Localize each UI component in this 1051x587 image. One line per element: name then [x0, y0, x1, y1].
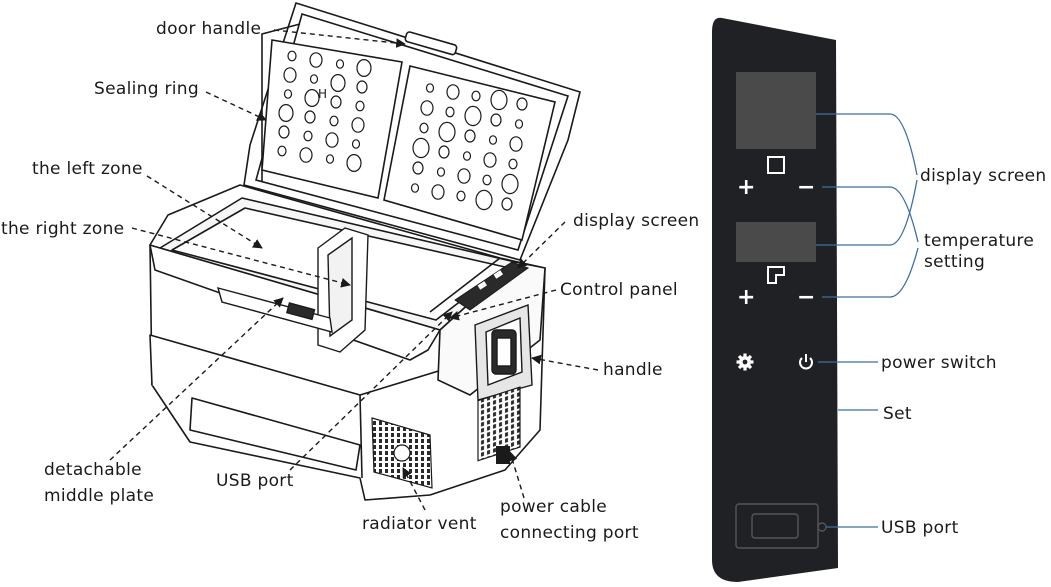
lid-hole [309, 52, 323, 68]
lid-hole [283, 89, 293, 99]
lid-hole [330, 95, 342, 109]
power-icon [799, 354, 813, 370]
lid-hole [351, 139, 361, 149]
lid-hole [457, 168, 471, 184]
usb-port-panel [735, 503, 827, 549]
lid-hole [351, 117, 365, 133]
plus-button-bottom[interactable]: + [737, 285, 756, 310]
label-power-switch: power switch [881, 353, 997, 373]
lid-hole [501, 197, 513, 211]
lid-hole [355, 100, 365, 112]
lid-hole [464, 105, 482, 127]
lid-hole [456, 190, 466, 202]
lid-hole [419, 122, 429, 134]
lid-hole [462, 151, 472, 161]
label-temperature-setting-1: temperature [924, 231, 1035, 251]
panel-leader-lines [816, 113, 919, 528]
lid-holes [277, 50, 528, 211]
power-port [496, 446, 510, 464]
lid-hole [356, 80, 368, 94]
lid-hole [277, 145, 287, 157]
lid-hole [483, 152, 497, 168]
lid-hole [438, 121, 456, 143]
lid-hole [475, 189, 493, 211]
lid-hole [412, 161, 424, 175]
display-screen-bottom [736, 222, 816, 262]
label-right-zone: the right zone [1, 219, 125, 239]
leader-lines [109, 29, 599, 511]
label-radiator-vent: radiator vent [362, 514, 477, 534]
lid-hole [330, 73, 346, 92]
label-set: Set [883, 404, 912, 424]
label-left-zone: the left zone [32, 159, 143, 179]
lid-hole [420, 100, 434, 116]
lid-hole [446, 84, 460, 100]
lid-hole [431, 184, 445, 200]
lid-hole [329, 115, 339, 127]
side-handle [474, 304, 533, 401]
lid-hole [303, 130, 313, 142]
display-screen-top [736, 72, 816, 149]
lid-hole [410, 183, 420, 193]
label-power-cable-1: power cable [500, 497, 607, 517]
lid-hole [309, 74, 319, 84]
lid-hole [304, 88, 320, 107]
lid-hole [325, 132, 339, 148]
lid-hole [482, 174, 492, 186]
label-sealing-ring: Sealing ring [94, 79, 199, 99]
lid-hole [508, 158, 518, 170]
lid-hole [501, 173, 519, 195]
lid-hole [490, 89, 508, 111]
lid-hole [514, 119, 524, 129]
lid-hole [412, 137, 430, 159]
lid-hole [490, 113, 502, 127]
square-icon [767, 156, 785, 174]
label-control-panel: Control panel [560, 280, 678, 300]
label-display-screen-left: display screen [573, 211, 700, 231]
minus-button-bottom[interactable]: − [797, 285, 816, 310]
radiator-vent [371, 417, 433, 489]
lid-hole [325, 154, 335, 164]
lid-hole [356, 58, 372, 77]
lid-hole [346, 154, 362, 173]
lid-hole [299, 147, 313, 163]
label-display-screen-right: display screen [920, 166, 1047, 186]
lid-hole [425, 83, 435, 93]
lid-hole [438, 145, 450, 159]
lid-hole [516, 97, 528, 111]
lid-hole [304, 110, 316, 124]
label-detachable-middle-plate-1: detachable [44, 460, 142, 480]
minus-button-top[interactable]: − [797, 175, 816, 200]
label-handle: handle [603, 360, 663, 380]
middle-plate [317, 227, 369, 353]
gear-icon [736, 353, 754, 371]
lid-hole [488, 135, 498, 145]
corner-square-icon [767, 266, 785, 284]
label-temperature-setting-2: setting [924, 252, 986, 272]
lid-hole [464, 129, 476, 143]
lid-hole [436, 167, 446, 177]
lid-hole [471, 90, 481, 102]
label-usb-port-right: USB port [881, 518, 959, 538]
control-panel-top [454, 261, 530, 311]
lid-hole [278, 103, 294, 122]
lid-hole [335, 59, 345, 69]
panel-face [712, 17, 838, 583]
lid-hole [283, 67, 297, 83]
lid-hole [287, 50, 297, 62]
label-door-handle: door handle [156, 19, 262, 39]
lid-hole [509, 136, 523, 152]
label-usb-port-left: USB port [216, 471, 294, 491]
label-power-cable-2: connecting port [500, 523, 639, 543]
plus-button-top[interactable]: + [737, 175, 756, 200]
label-detachable-middle-plate-2: middle plate [44, 486, 155, 506]
front-handle [216, 287, 333, 333]
lid-hole [445, 106, 455, 118]
lid-hole [278, 125, 290, 139]
svg-text:H: H [318, 87, 327, 101]
